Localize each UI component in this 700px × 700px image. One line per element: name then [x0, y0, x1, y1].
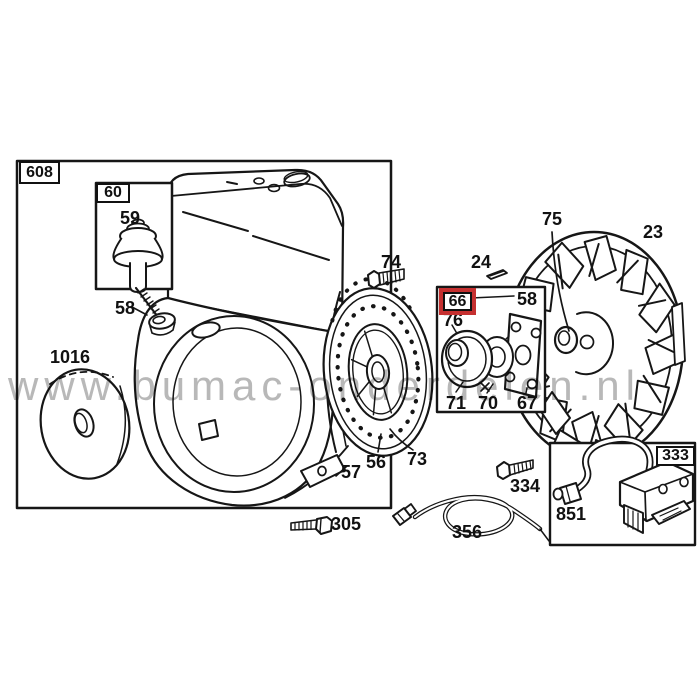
part-label-56: 56	[366, 452, 387, 472]
bolt-74-drawing	[367, 268, 405, 289]
group-label-60: 60	[96, 183, 130, 203]
key-24-drawing	[486, 269, 508, 280]
part-label-70: 70	[478, 393, 499, 413]
fuel-tank-drawing	[166, 168, 345, 336]
part-label-67: 67	[517, 393, 538, 413]
part-label-305: 305	[331, 514, 362, 534]
group-label-333: 333	[656, 446, 695, 466]
part-label-73: 73	[407, 449, 428, 469]
part-label-23: 23	[643, 222, 664, 242]
stop-wire-356-drawing	[392, 494, 550, 542]
part-label-356: 356	[452, 522, 483, 542]
part-label-57: 57	[341, 462, 362, 482]
group-label-66: 66	[443, 292, 472, 311]
disc-1016-drawing	[39, 368, 131, 480]
bolt-305-drawing	[290, 516, 333, 535]
ring-gear-73-drawing	[322, 276, 434, 457]
part-label-76: 76	[443, 310, 464, 330]
blower-housing-drawing	[133, 296, 349, 507]
part-label-71: 71	[446, 393, 467, 413]
part-label-58: 58	[517, 289, 538, 309]
leader-75	[551, 231, 570, 332]
leader-lines-lower	[335, 428, 414, 477]
part-label-75: 75	[542, 209, 563, 229]
part-label-1016: 1016	[50, 347, 91, 367]
part-label-58: 58	[115, 298, 136, 318]
part-label-851: 851	[556, 504, 587, 524]
bolt-334-drawing	[496, 459, 534, 480]
vent-wire-58-drawing	[131, 286, 221, 339]
group-label-608: 608	[19, 161, 60, 184]
part-label-24: 24	[471, 252, 492, 272]
part-label-59: 59	[120, 208, 141, 228]
part-label-74: 74	[381, 252, 402, 272]
part-label-334: 334	[510, 476, 541, 496]
